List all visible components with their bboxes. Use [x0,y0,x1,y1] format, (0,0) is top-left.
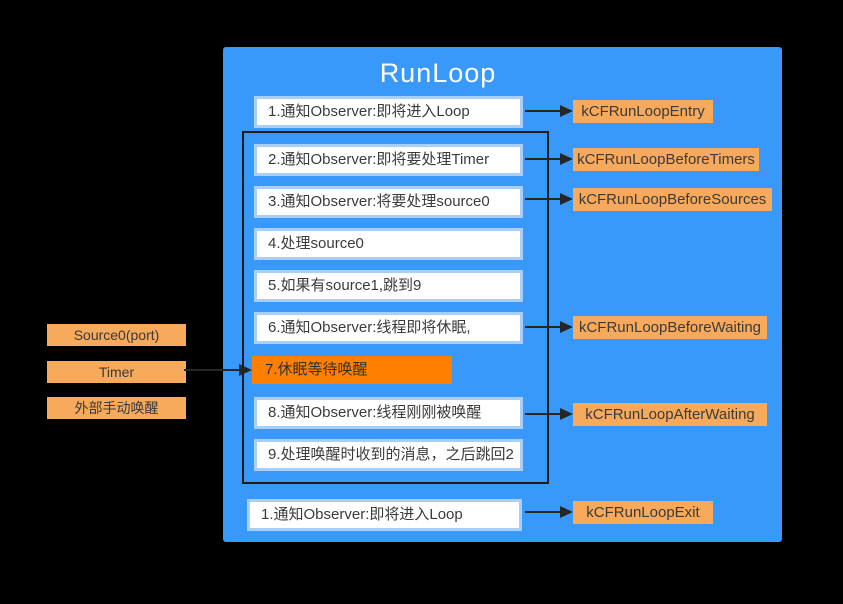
arrow-step2-to-before-timers [525,153,573,165]
runloop-title: RunLoop [379,58,497,88]
step-box-9: 9.处理唤醒时收到的消息，之后跳回2 [254,439,523,471]
step-box-3: 3.通知Observer:将要处理source0 [254,186,523,218]
observer-label-entry: kCFRunLoopEntry [573,100,713,123]
source-box-source0: Source0(port) [47,324,186,346]
arrow-timer-to-sleep-step [184,364,252,376]
step-box-4: 4.处理source0 [254,228,523,260]
step-box-exit: 1.通知Observer:即将进入Loop [247,499,522,531]
observer-label-before-sources: kCFRunLoopBeforeSources [573,188,772,211]
step-box-1: 1.通知Observer:即将进入Loop [254,96,523,128]
step-box-8: 8.通知Observer:线程刚刚被唤醒 [254,397,523,429]
step-box-7-sleep-highlight: 7.休眠等待唤醒 [252,356,452,384]
observer-label-after-waiting: kCFRunLoopAfterWaiting [573,403,767,426]
observer-label-before-timers: kCFRunLoopBeforeTimers [573,148,759,171]
source-box-manual-wake: 外部手动唤醒 [47,397,186,419]
loop-body-frame [242,131,549,484]
arrow-step6-to-before-waiting [525,321,573,333]
step-box-6: 6.通知Observer:线程即将休眠, [254,312,523,344]
arrow-step3-to-before-sources [525,193,573,205]
arrow-step8-to-after-waiting [525,408,573,420]
step-box-2: 2.通知Observer:即将要处理Timer [254,144,523,176]
source-box-timer: Timer [47,361,186,383]
observer-label-before-waiting: kCFRunLoopBeforeWaiting [573,316,767,339]
observer-label-exit: kCFRunLoopExit [573,501,713,524]
step-box-5: 5.如果有source1,跳到9 [254,270,523,302]
arrow-step1-to-entry [525,105,573,117]
arrow-exit-to-exit-label [525,506,573,518]
